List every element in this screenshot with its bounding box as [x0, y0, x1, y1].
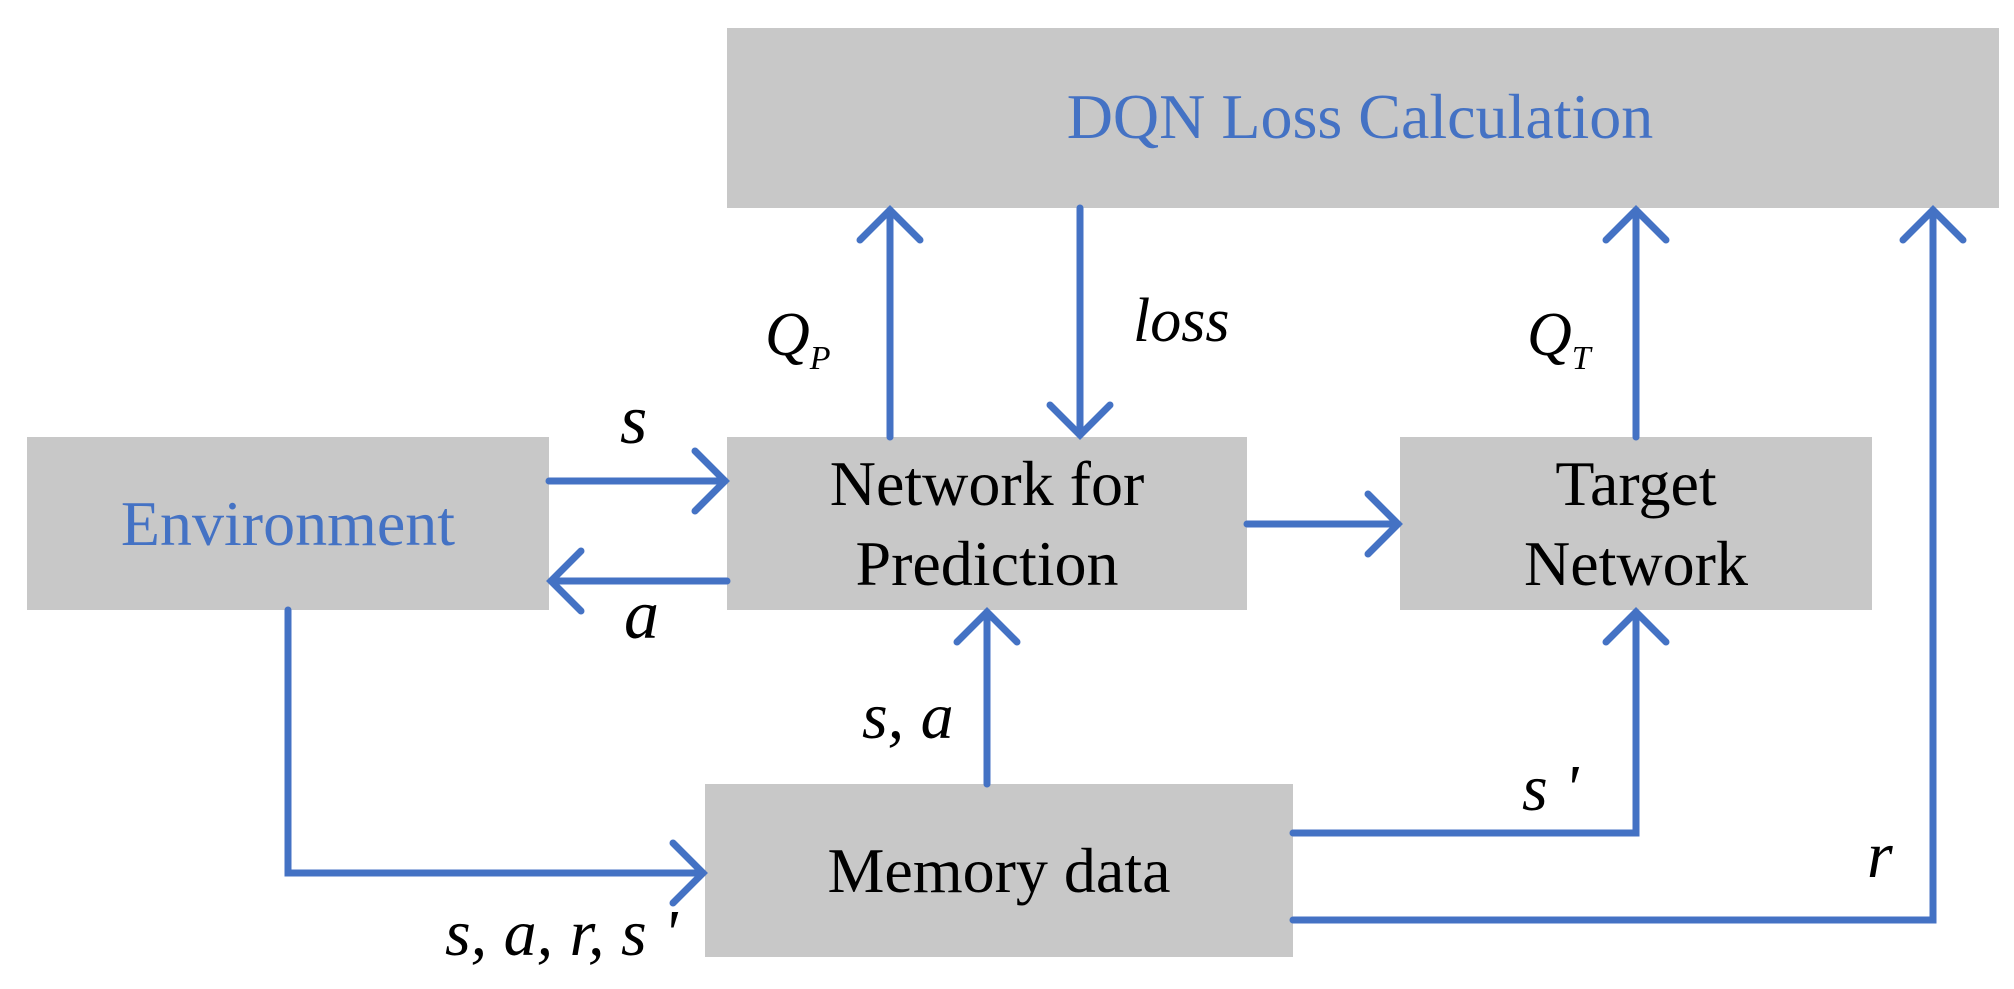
loss-label: loss	[1133, 287, 1229, 355]
target-network-label-line2: Network	[1524, 528, 1748, 599]
s-prime-arrowhead	[1602, 607, 1670, 646]
environment-box	[27, 437, 549, 610]
s-prime-label: s '	[1522, 752, 1580, 825]
target-network-label-line1: Target	[1555, 448, 1717, 519]
r-arrow-line	[1289, 206, 1937, 924]
a-label: a	[624, 577, 659, 654]
a-arrowhead	[546, 547, 585, 615]
s-prime-arrow-line	[1289, 608, 1640, 837]
s-a-r-s-prime-arrow-line	[284, 606, 707, 877]
s-label: s	[620, 382, 647, 459]
r-label: r	[1867, 819, 1893, 892]
q-p-label: QP	[765, 301, 831, 377]
dqn-loss-calculation-box	[727, 28, 1999, 208]
s-arrowhead	[691, 447, 730, 515]
s-a-arrowhead	[953, 607, 1021, 646]
s-a-r-s-prime-arrowhead	[669, 839, 708, 907]
prediction-network-label-line2: Prediction	[855, 528, 1118, 599]
memory-data-label: Memory data	[828, 835, 1171, 906]
q-t-label: QT	[1527, 301, 1593, 377]
environment-label: Environment	[121, 488, 455, 559]
q-p-arrowhead	[856, 205, 924, 244]
prediction-network-label-line1: Network for	[830, 448, 1145, 519]
copy-weights-arrowhead	[1364, 490, 1403, 558]
loss-arrowhead	[1046, 401, 1114, 440]
r-arrowhead	[1899, 205, 1967, 244]
s-a-r-s-prime-label: s, a, r, s '	[445, 897, 679, 970]
s-a-label: s, a	[862, 680, 954, 753]
dqn-loss-calculation-label: DQN Loss Calculation	[1067, 81, 1654, 152]
q-t-arrowhead	[1602, 205, 1670, 244]
target-network-box	[1400, 437, 1872, 610]
memory-data-box	[705, 784, 1293, 957]
prediction-network-box	[727, 437, 1247, 610]
